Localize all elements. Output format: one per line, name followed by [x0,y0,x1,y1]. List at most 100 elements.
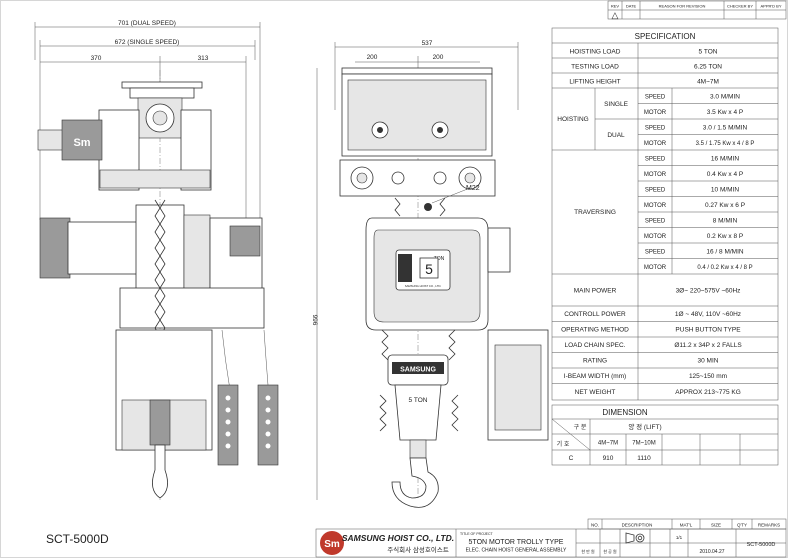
trav-value-6: 16 / 8 M/MIN [706,249,744,256]
drawing-number: SCT-5000D [747,542,776,548]
nameplate-maker: SAMSUNG HOIST CO., LTD. [405,284,442,288]
parts-description: DESCRIPTION [622,523,653,528]
hook-block-capacity: 5 TON [409,397,428,404]
spec-single-motor-key: MOTOR [644,110,667,116]
dimension-sub-left: 기 호 [557,440,570,448]
company-logo [320,531,344,555]
company-name-en: SAMSUNG HOIST CO., LTD. [342,533,454,543]
spec-single-motor: 3.5 Kw x 4 P [707,109,744,116]
dim-996: 996 [311,315,318,326]
parts-qty: Q'TY [737,523,747,528]
side-hook [152,444,168,499]
dimension-value-1: 1110 [637,455,651,462]
dimension-header-left: 구 분 [574,424,587,431]
motor-logo: Sm [73,137,90,149]
spec-load-chain-label: LOAD CHAIN SPEC. [564,342,625,349]
trav-key-2: SPEED [645,188,666,194]
dim-370: 370 [91,55,102,62]
parts-material: MAT'L [680,523,693,528]
title-block: Sm SAMSUNG HOIST CO., LTD. 주식회사 삼성호이스트 T… [315,528,787,558]
side-view-hoist: Sm [37,81,279,499]
rev-header-rev: REV [611,4,620,9]
nameplate-ton-label: TON [434,256,445,262]
spec-single-speed-key: SPEED [645,95,666,101]
dimension-lift-0: 4M~7M [598,441,618,447]
spec-dual-speed-key: SPEED [645,126,666,132]
spec-single-label: SINGLE [604,101,629,108]
trav-value-4: 8 M/MIN [713,218,738,225]
trav-key-7: MOTOR [644,265,667,271]
rev-header-date: DATE [626,4,637,9]
front-hook [391,457,439,508]
dimension-row-label: C [569,455,574,462]
spec-control-power-value: 1Ø ~ 48V, 110V ~60Hz [675,311,741,318]
dim-single-speed: 672 (SINGLE SPEED) [115,39,180,46]
trav-value-5: 0.2 Kw x 8 P [707,233,744,240]
spec-control-power-label: CONTROLL POWER [564,311,626,318]
spec-dual-label: DUAL [607,132,625,139]
dimension-table: DIMENSION 구 분 양 정 (LIFT) 기 호 4M~7M 7M~10… [551,404,779,466]
spec-net-weight-label: NET WEIGHT [575,389,616,396]
spec-hoisting-load-label: HOISTING LOAD [570,49,621,56]
dimension-lift-1: 7M~10M [632,441,656,447]
dim-313: 313 [198,55,209,62]
scale-value: 1/1 [676,535,683,540]
company-logo-text: Sm [324,539,340,550]
spec-hoisting-load-value: 5 TON [699,49,718,56]
trav-value-1: 0.4 Kw x 4 P [707,171,744,178]
spec-rating-value: 30 MIN [698,358,719,365]
front-view-hoist: M22 TON 5 SAMSUNG HOIST CO., LTD. SAMSUN… [339,67,549,508]
project-title-line1: 5TON MOTOR TROLLY TYPE [469,539,564,546]
pendant-left [217,384,239,466]
rev-header-reason: REASON FOR REVISION [659,4,706,9]
dimension-title: DIMENSION [602,408,648,417]
spec-ibeam-label: I-BEAM WIDTH (mm) [564,373,626,380]
dim-537: 537 [422,40,433,47]
hoist-motor [39,217,71,279]
m22-callout: M22 [466,185,480,192]
spec-hoisting-label: HOISTING [557,116,588,123]
trav-value-0: 16 M/MIN [711,156,739,163]
spec-ibeam-value: 125~150 mm [689,373,727,380]
trav-key-1: MOTOR [644,172,667,178]
trav-key-4: SPEED [645,219,666,225]
drawn-by: 한 만 원 [581,548,595,554]
spec-testing-load-label: TESTING LOAD [571,64,619,71]
dim-200-right: 200 [433,54,444,61]
trav-key-0: SPEED [645,157,666,163]
spec-dual-speed: 3.0 / 1.5 M/MIN [703,125,748,132]
revision-triangle: △ [612,10,619,20]
spec-dual-motor-key: MOTOR [644,141,667,147]
date-value: 2010.04.27 [699,549,724,555]
rev-header-checker: CHECKER BY [727,4,753,9]
dimension-value-0: 910 [603,455,614,462]
spec-dual-motor: 3.5 / 1.75 Kw x 4 / 8 P [696,141,755,147]
spec-main-power-label: MAIN POWER [574,288,617,295]
dim-dual-speed: 701 (DUAL SPEED) [118,20,176,27]
spec-operating-method-label: OPERATING METHOD [561,327,629,334]
rev-header-approved: APPR'D BY [761,4,782,9]
nameplate-capacity: 5 [425,261,433,277]
trav-key-5: MOTOR [644,234,667,240]
revision-table: REV DATE REASON FOR REVISION CHECKER BY … [607,0,787,20]
dim-200-left: 200 [367,54,378,61]
trav-key-3: MOTOR [644,203,667,209]
parts-remarks: REMARKS [758,523,780,528]
trav-value-3: 0.27 Kw x 6 P [705,202,745,209]
parts-size: SIZE [711,523,721,528]
spec-testing-load-value: 6.25 TON [694,64,722,71]
parts-no: NO. [591,523,599,528]
pendant-right [257,384,279,466]
spec-net-weight-value: APPROX 213~775 KG [675,389,741,396]
trav-key-6: SPEED [645,250,666,256]
trolley-motor [61,119,103,161]
projection-symbol-icon [625,532,645,544]
project-title-line2: ELEC. CHAIN HOIST GENERAL ASSEMBLY [466,548,567,554]
title-of-project-label: TITLE OF PROJECT [460,532,494,536]
spec-rating-label: RATING [583,358,607,365]
spec-traversing-label: TRAVERSING [574,209,616,216]
spec-operating-method-value: PUSH BUTTON TYPE [675,327,741,334]
dimension-header-lift: 양 정 (LIFT) [628,422,661,431]
